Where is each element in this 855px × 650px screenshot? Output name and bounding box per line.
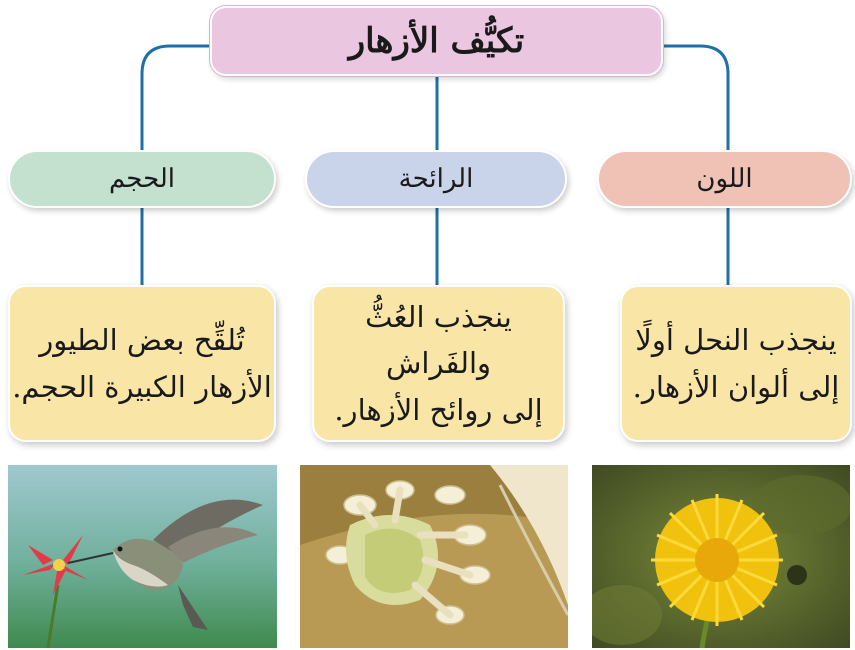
- description-color-line-1: ينجذب النحل أولًا: [635, 323, 837, 358]
- fragrant-flower-photo: [300, 465, 568, 648]
- category-size: الحجم: [8, 150, 276, 208]
- dandelion-photo: [592, 465, 850, 648]
- description-scent-line-1: ينجذب العُثُّ والفَراش: [365, 299, 512, 381]
- description-color: ينجذب النحل أولًا إلى ألوان الأزهار.: [620, 285, 852, 442]
- connector-title-to-right: [663, 44, 730, 150]
- description-scent: ينجذب العُثُّ والفَراش إلى روائح الأزهار…: [312, 285, 565, 442]
- diagram-title: تكيُّف الأزهار: [210, 6, 663, 76]
- category-color: اللون: [597, 150, 852, 208]
- description-color-line-2: إلى ألوان الأزهار.: [632, 369, 840, 404]
- description-size-line-1: تُلقِّح بعض الطيور: [39, 323, 245, 358]
- description-size: تُلقِّح بعض الطيور الأزهار الكبيرة الحجم…: [8, 285, 276, 442]
- hummingbird-photo: [8, 465, 277, 648]
- description-scent-line-2: إلى روائح الأزهار.: [334, 392, 543, 427]
- connector-title-to-left: [140, 44, 210, 150]
- description-size-line-2: الأزهار الكبيرة الحجم.: [12, 369, 272, 404]
- category-scent: الرائحة: [305, 150, 567, 208]
